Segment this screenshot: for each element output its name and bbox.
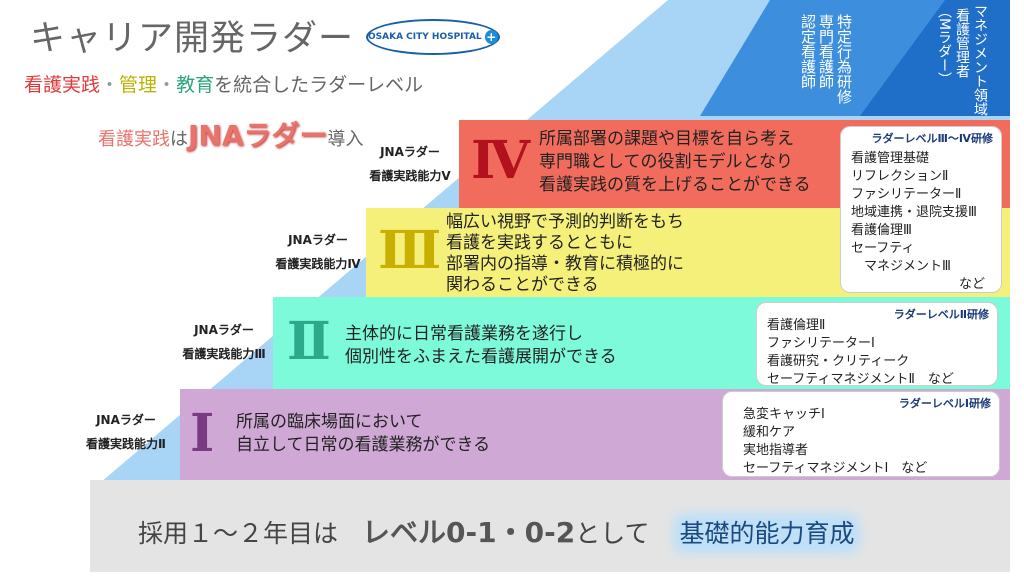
level-1-desc: 所属の臨床場面において自立して日常の看護業務ができる (236, 412, 491, 455)
level-3-numeral: Ⅲ (378, 220, 442, 281)
subtitle: 看護実践・管理・教育を統合したラダーレベル (24, 74, 424, 96)
level-2-labels: JNAラダー看護実践能力Ⅲ (182, 323, 266, 361)
management-area (860, 0, 1024, 116)
level-2-desc: 主体的に日常看護業務を遂行し個別性をふまえた看護展開ができる (345, 324, 617, 367)
jna-intro-line: 看護実践はJNAラダー導入 (98, 119, 364, 152)
hospital-logo: OSAKA CITY HOSPITAL+ (366, 19, 500, 55)
specialist-label-3: 認定看護師 (799, 14, 817, 89)
level-3-labels: JNAラダー看護実践能力Ⅳ (275, 233, 361, 271)
management-label-1: マネジメント領域 (972, 4, 988, 116)
specialist-label-2: 専門看護師 (817, 14, 835, 89)
level-2-numeral: Ⅱ (287, 311, 331, 372)
level-4-numeral: Ⅳ (471, 130, 531, 191)
bottom-statement: 採用１～２年目はレベル0-1・0-2として基礎的能力育成 (138, 516, 855, 549)
level-4-labels: JNAラダー看護実践能力Ⅴ (369, 145, 451, 183)
right-margin (1010, 0, 1024, 581)
management-label-2: 看護管理者 (954, 8, 970, 78)
level-1-labels: JNAラダー看護実践能力Ⅱ (86, 413, 166, 451)
specialist-label-1: 特定行為研修 (835, 14, 853, 104)
bottom-gray-band (90, 480, 1010, 572)
page-title: キャリア開発ラダー (30, 19, 355, 59)
level-1-numeral: Ⅰ (190, 403, 215, 464)
level-4-desc: 所属部署の課題や目標を自ら考え専門職としての役割モデルとなり看護実践の質を上げる… (539, 129, 811, 195)
level-3-desc: 幅広い視野で予測的判断をもち看護を実践するとともに部署内の指導・教育に積極的に関… (446, 212, 684, 295)
management-label-3: （Mラダー） (936, 4, 952, 87)
